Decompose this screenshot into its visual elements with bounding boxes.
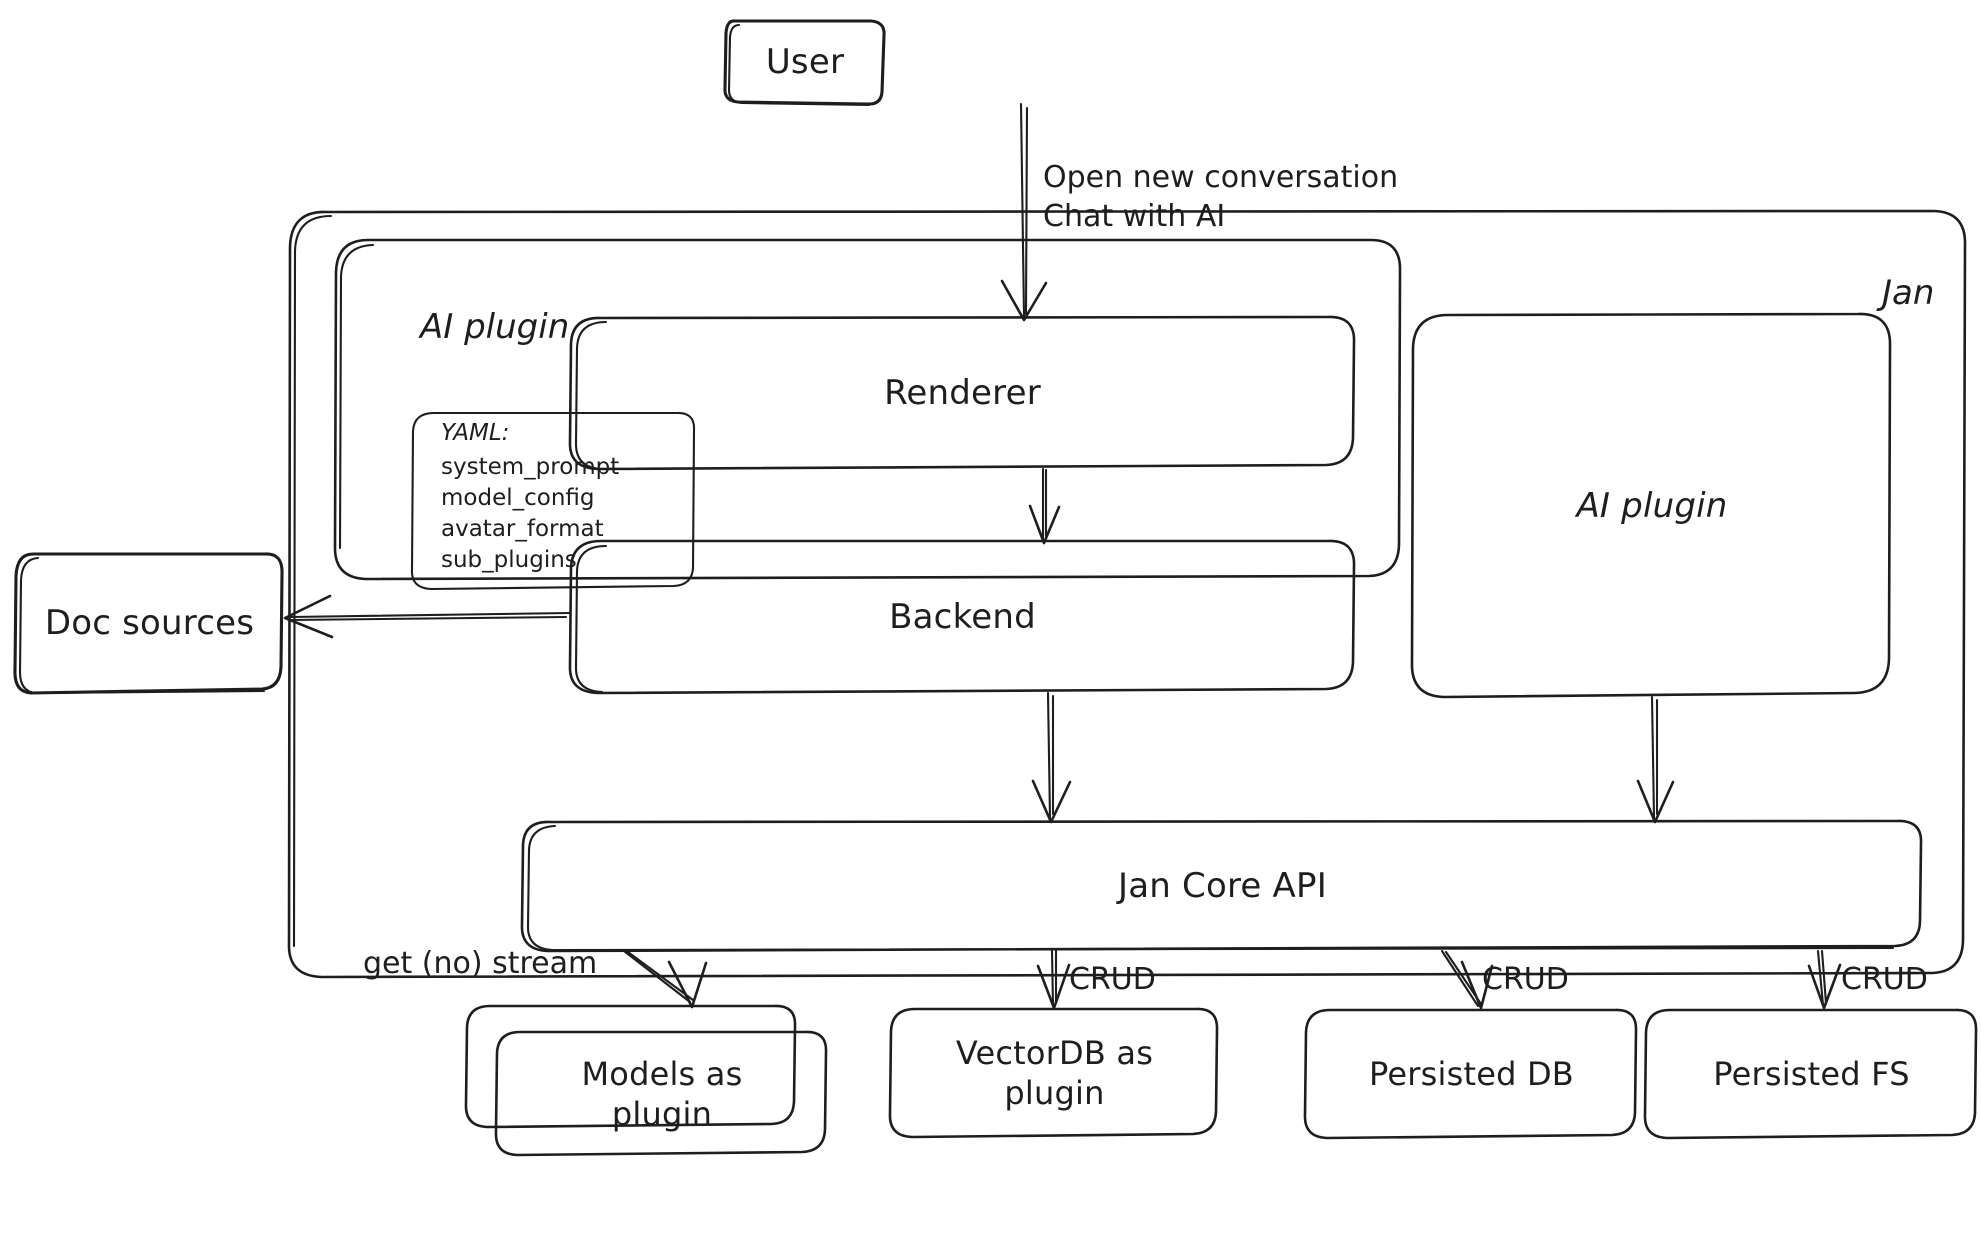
edge-core-to-models xyxy=(622,949,708,1009)
edge-renderer-to-backend xyxy=(1028,467,1061,545)
edge-label-user-to-renderer: Open new conversation Chat with AI xyxy=(1043,160,1399,234)
node-user-label: User xyxy=(765,42,845,83)
node-renderer-label: Renderer xyxy=(884,372,1041,413)
container-jan-shape[interactable] xyxy=(287,209,1967,979)
edge-backend-to-jan-core-api xyxy=(1031,691,1072,824)
node-backend-shape[interactable] xyxy=(568,539,1356,695)
edge-backend-to-doc-sources xyxy=(283,594,572,639)
node-models-as-plugin-label: Models as plugin xyxy=(581,1054,743,1133)
edge-core-to-persisted-fs xyxy=(1807,949,1842,1010)
edge-core-to-vectordb xyxy=(1036,949,1071,1010)
node-ai-plugin-right-shape[interactable] xyxy=(1410,312,1892,699)
node-persisted-fs-label: Persisted FS xyxy=(1713,1055,1910,1093)
edge-core-to-persisted-db xyxy=(1440,949,1494,1010)
node-doc-sources-shape[interactable] xyxy=(13,552,284,695)
node-models-as-plugin-backshape[interactable] xyxy=(464,1004,797,1129)
note-yaml-key-2: avatar_format xyxy=(441,516,604,542)
node-doc-sources-label: Doc sources xyxy=(44,603,255,644)
node-user-shape[interactable] xyxy=(723,19,886,107)
edge-user-to-renderer xyxy=(1000,102,1048,322)
edge-ai-plugin-to-jan-core-api xyxy=(1636,695,1675,824)
node-ai-plugin-right-label: AI plugin xyxy=(1576,485,1728,526)
node-vectordb-as-plugin-shape[interactable] xyxy=(888,1007,1219,1139)
container-jan-label: Jan xyxy=(1882,273,1935,313)
node-jan-core-api-label: Jan Core API xyxy=(1118,865,1327,906)
node-renderer-shape[interactable] xyxy=(568,315,1356,471)
node-models-as-plugin-shape[interactable] xyxy=(494,1030,828,1157)
edge-label-core-to-persisted-fs: CRUD xyxy=(1841,962,1928,997)
node-persisted-db-shape[interactable] xyxy=(1303,1008,1638,1140)
node-jan-core-api-shape[interactable] xyxy=(520,819,1923,953)
note-yaml-heading: YAML: xyxy=(441,420,510,446)
container-ai-plugin-group-label: AI plugin xyxy=(420,307,570,347)
note-yaml-key-3: sub_plugins xyxy=(441,547,577,573)
node-persisted-fs-shape[interactable] xyxy=(1643,1008,1978,1140)
note-yaml-key-1: model_config xyxy=(441,485,595,511)
edge-label-core-to-vectordb: CRUD xyxy=(1069,962,1156,997)
note-yaml-shape[interactable] xyxy=(410,411,696,591)
container-ai-plugin-group-shape[interactable] xyxy=(333,238,1402,581)
node-vectordb-as-plugin-label: VectorDB as plugin xyxy=(955,1034,1154,1112)
node-persisted-db-label: Persisted DB xyxy=(1369,1055,1574,1093)
edge-label-core-to-persisted-db: CRUD xyxy=(1482,962,1569,997)
node-backend-label: Backend xyxy=(889,596,1036,637)
